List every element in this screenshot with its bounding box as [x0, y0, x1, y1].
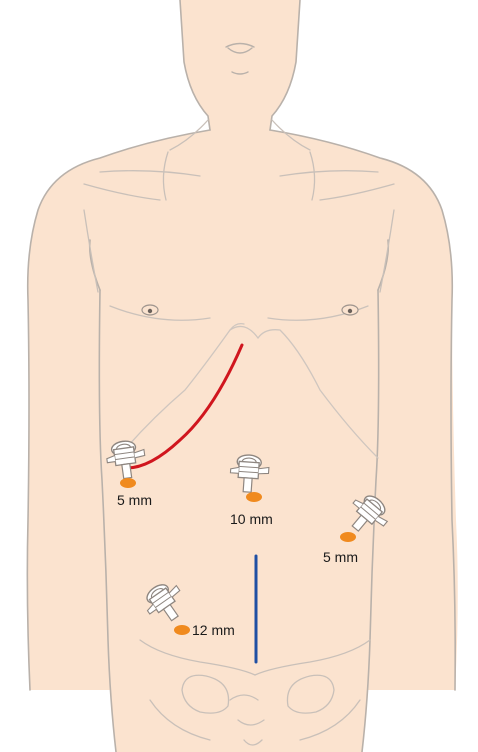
port-site-marker	[340, 532, 356, 542]
port-label: 12 mm	[192, 622, 235, 638]
body-silhouette	[27, 0, 457, 752]
port-site-marker	[174, 625, 190, 635]
port-label: 5 mm	[323, 549, 358, 565]
port-site-marker	[120, 478, 136, 488]
port-site-marker	[246, 492, 262, 502]
port-label: 5 mm	[117, 492, 152, 508]
port-label: 10 mm	[230, 511, 273, 527]
